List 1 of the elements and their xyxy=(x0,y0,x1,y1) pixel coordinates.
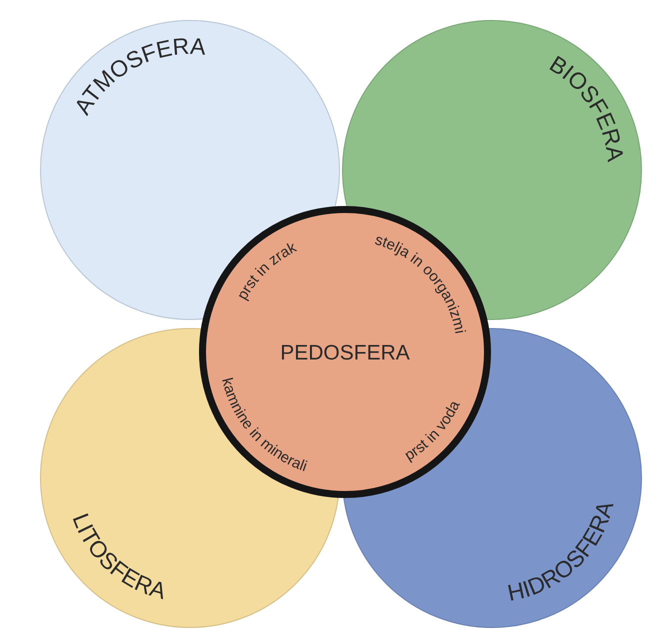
sphere-label: PEDOSFERA xyxy=(280,341,410,364)
